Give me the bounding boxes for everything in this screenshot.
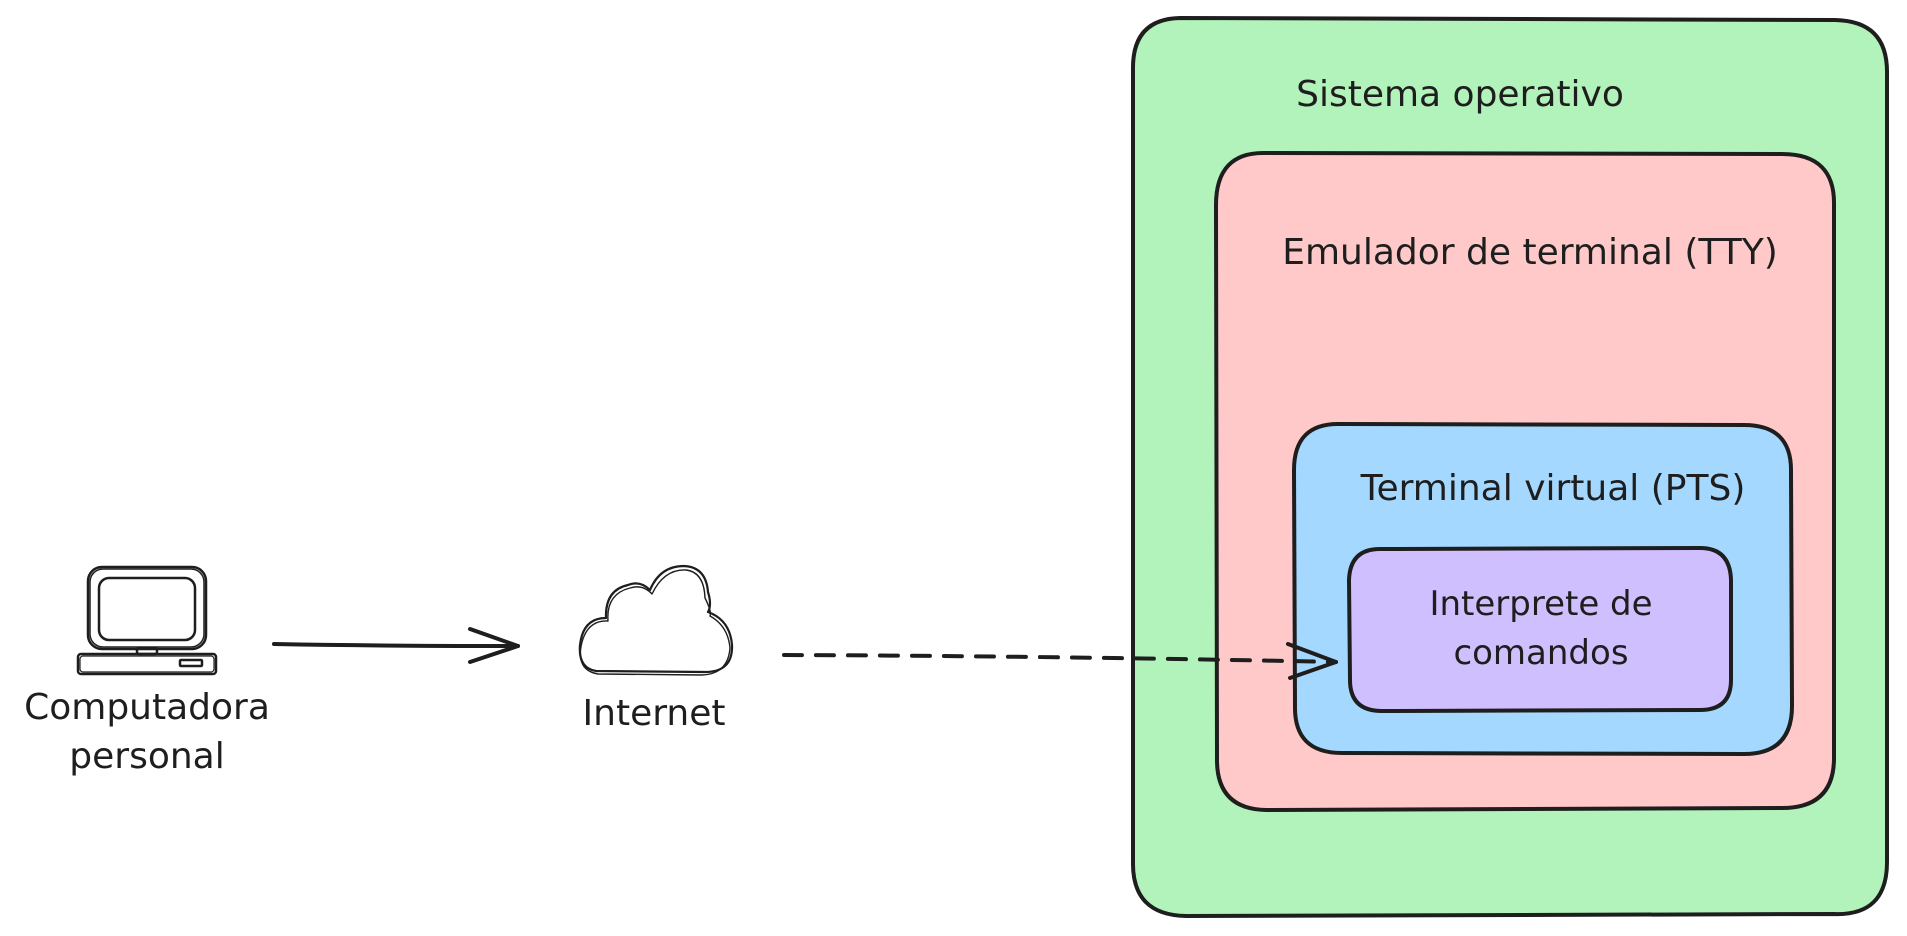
virtual-terminal-label: Terminal virtual (PTS): [1360, 468, 1746, 509]
arrow-computer-to-internet: [272, 627, 520, 664]
internet-label: Internet: [583, 693, 726, 734]
cloud-icon: [578, 564, 734, 676]
interpreter-label-line1: Interprete de: [1429, 584, 1652, 624]
computer-label-line2: personal: [69, 736, 224, 777]
interpreter-label-line2: comandos: [1453, 633, 1628, 673]
os-label: Sistema operativo: [1296, 74, 1624, 115]
interpreter-box-shape: [1346, 545, 1733, 714]
arrow-internet-to-interpreter: [782, 642, 1338, 680]
emulator-label: Emulador de terminal (TTY): [1282, 232, 1778, 273]
computer-icon: [76, 565, 218, 676]
interpreter-box: Interprete de comandos: [1346, 545, 1733, 714]
computer-label-line1: Computadora: [24, 687, 270, 728]
